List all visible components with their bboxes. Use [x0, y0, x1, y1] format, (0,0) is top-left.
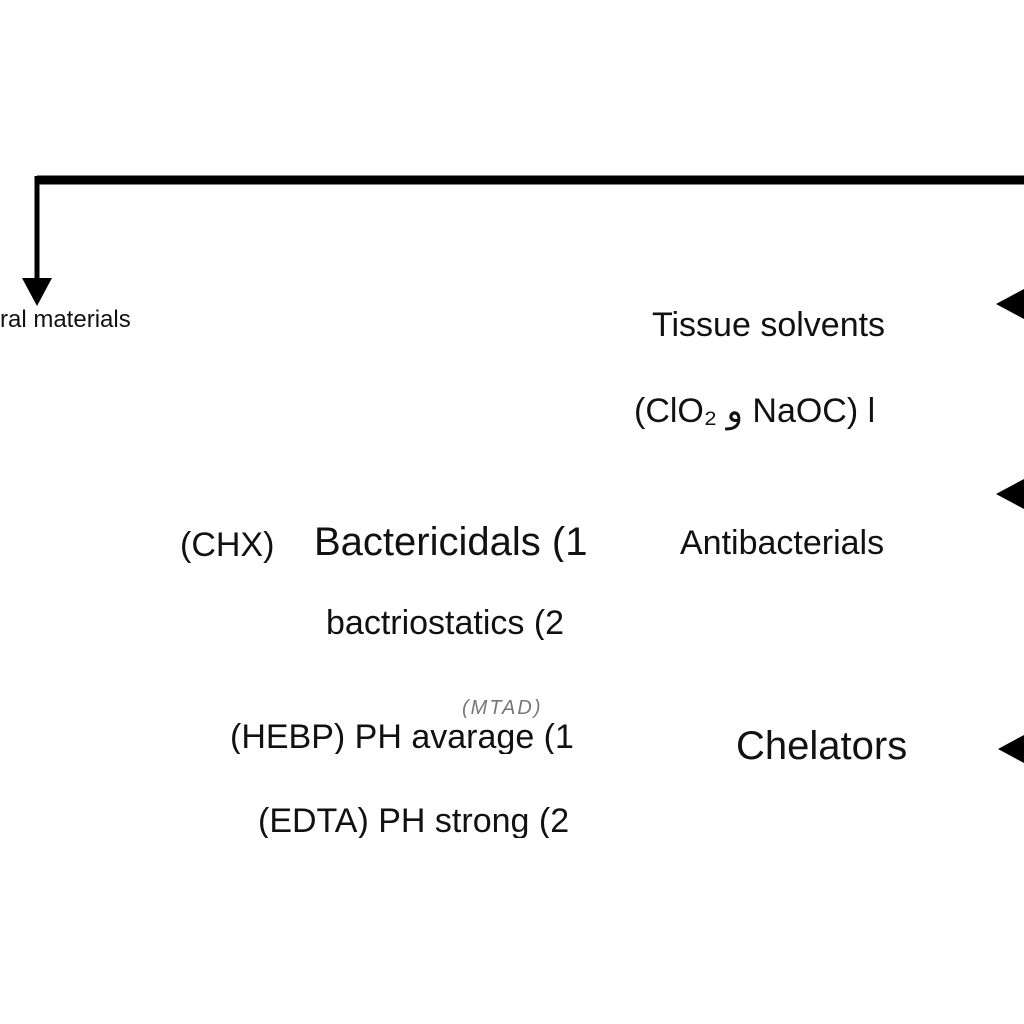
bactericidals-abbr: (CHX) [180, 526, 275, 564]
antibacterials-label: Antibacterials [680, 524, 885, 562]
arrowhead-antibacterials [996, 479, 1024, 509]
tissue-solvents-examples: (ClO₂ و NaOC) l [634, 392, 876, 430]
arrowhead-chelators [998, 735, 1024, 763]
bacteriostatics-label: bactriostatics (2 [326, 606, 565, 640]
chelators-label: Chelators [736, 724, 908, 768]
general-materials-label: ral materials [0, 306, 131, 333]
left-arrowhead [22, 278, 52, 306]
tissue-solvents-label: Tissue solvents [652, 306, 886, 344]
arrowhead-tissue-solvents [996, 289, 1024, 319]
bactericidals-label: Bactericidals (1 [314, 522, 588, 562]
ph-average-label: (HEBP) PH avarage (1 [230, 720, 574, 754]
mtad-label: (MTAD) [462, 697, 543, 719]
ph-strong-label: (EDTA) PH strong (2 [258, 804, 570, 838]
